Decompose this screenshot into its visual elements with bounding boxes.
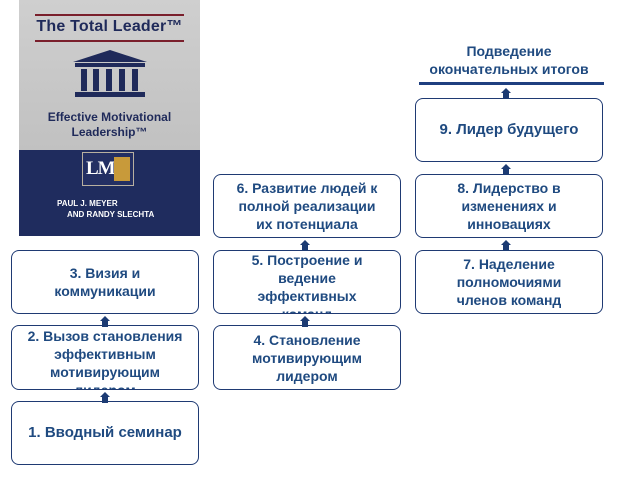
step-9-text: 9. Лидер будущего: [439, 121, 579, 138]
step-6-text: 6. Развитие людей к: [236, 180, 378, 196]
step-6-text: полной реализации: [238, 198, 376, 214]
book-subtitle-line: Motivational Leadership™: [71, 110, 172, 139]
step-1-text: 1. Вводный семинар: [28, 424, 182, 441]
step-5-text: команд: [281, 306, 333, 314]
book-subtitle-line: Effective: [47, 110, 98, 124]
step-8-text: 8. Лидерство в: [457, 180, 561, 196]
lmi-logo-text: LMI: [86, 158, 122, 179]
book-title-rule-bottom: [35, 40, 184, 42]
step-6-text: их потенциала: [256, 216, 358, 232]
lmi-logo-mark: [114, 157, 130, 181]
step-2-text: эффективным: [54, 346, 156, 362]
arrow-up-icon: [501, 240, 511, 251]
step-8-box: 8. Лидерство в изменениях и инновациях: [415, 174, 603, 238]
step-2-text: лидером: [74, 382, 136, 390]
step-4-text: 4. Становление: [253, 331, 361, 348]
step-2-text: мотивирующим: [50, 364, 160, 380]
lmi-logo: LMI: [82, 152, 134, 186]
arrow-up-icon: [300, 240, 310, 251]
book-author-line: PAUL J. MEYER: [57, 199, 118, 208]
arrow-up-icon: [501, 164, 511, 175]
final-summary-text: Подведение: [466, 43, 552, 59]
step-8-text: инновациях: [467, 216, 551, 232]
arrow-up-icon: [100, 392, 110, 403]
arrow-up-icon: [300, 316, 310, 327]
book-authors: PAUL J. MEYER AND RANDY SLECHTA: [57, 198, 154, 220]
step-5-text: эффективных: [257, 288, 357, 304]
step-7-box: 7. Наделение полномочиями членов команд: [415, 250, 603, 314]
step-3-text: 3. Визия и: [69, 265, 141, 281]
final-summary-rule: [419, 82, 604, 85]
step-3-box: 3. Визия и коммуникации: [11, 250, 199, 314]
step-3-text: коммуникации: [54, 283, 156, 299]
step-6-box: 6. Развитие людей к полной реализации их…: [213, 174, 401, 238]
step-9-box: 9. Лидер будущего: [415, 98, 603, 162]
step-5-text: ведение: [278, 270, 336, 286]
book-title-rule-top: [35, 14, 184, 16]
step-2-box: 2. Вызов становления эффективным мотивир…: [11, 325, 199, 390]
book-cover-image: The Total Leader™ Effective Motivational…: [19, 0, 200, 236]
step-4-box: 4. Становление мотивирующим лидером: [213, 325, 401, 390]
step-7-text: членов команд: [456, 292, 562, 308]
arrow-up-icon: [501, 88, 511, 99]
arrow-up-icon: [100, 316, 110, 327]
step-7-text: полномочиями: [456, 274, 562, 290]
step-5-box: 5. Построение и ведение эффективных кома…: [213, 250, 401, 314]
book-title: The Total Leader™: [36, 18, 183, 35]
final-summary-text: окончательных итогов: [429, 61, 589, 77]
step-4-text: лидером: [276, 367, 338, 384]
final-summary-heading: Подведение окончательных итогов: [415, 42, 603, 78]
step-2-text: 2. Вызов становления: [27, 328, 183, 344]
step-7-text: 7. Наделение: [463, 256, 555, 272]
book-author-line: AND RANDY SLECHTA: [67, 210, 155, 219]
step-5-text: 5. Построение и: [251, 252, 363, 268]
book-subtitle: Effective Motivational Leadership™: [19, 110, 200, 140]
step-8-text: изменениях и: [461, 198, 557, 214]
step-4-text: мотивирующим: [252, 349, 362, 366]
temple-icon: [73, 50, 147, 97]
step-1-box: 1. Вводный семинар: [11, 401, 199, 465]
